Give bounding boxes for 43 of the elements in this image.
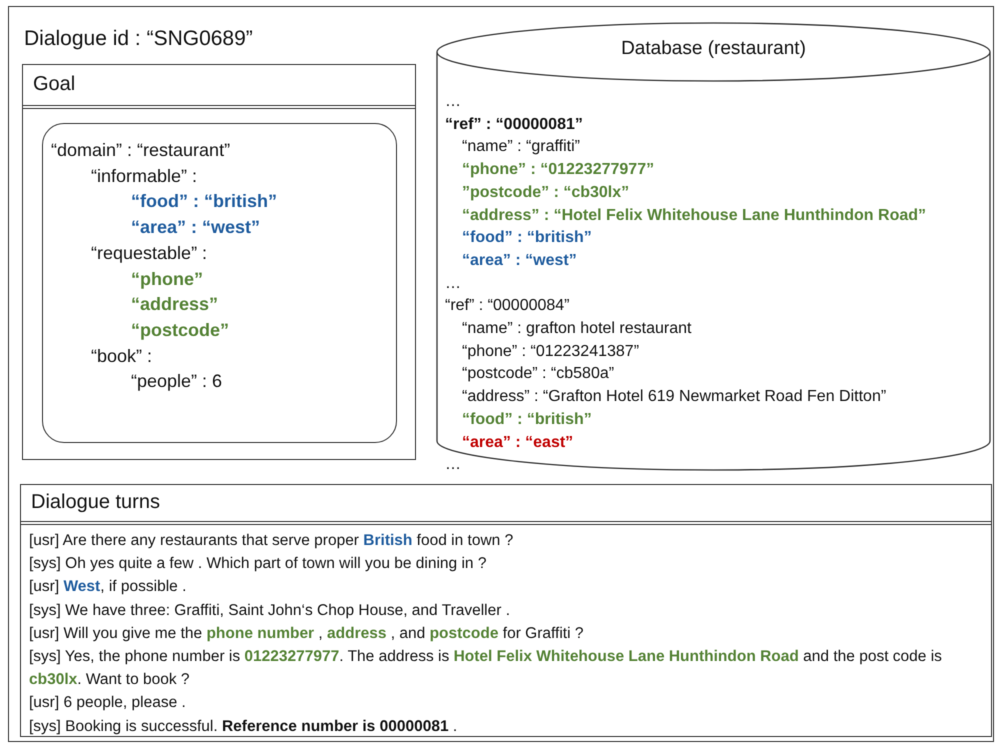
dialogue-line: [sys] We have three: Graffiti, Saint John‘s Chop House, and Traveller . (29, 600, 512, 621)
record-line: “phone” : “01223241387” (462, 342, 640, 361)
record-line: “food” : “british” (462, 229, 592, 248)
json-line: “people” : 6 (131, 371, 222, 392)
record-line: “phone” : “01223277977” (462, 161, 654, 180)
json-line: “phone” (131, 268, 203, 290)
record-line: ”postcode” : “cb30lx” (462, 184, 630, 202)
dialogue-line: [sys] Booking is successful. Reference number is 00000081 . (29, 716, 458, 737)
json-line: “food” : “british” (131, 191, 277, 212)
record-line: … (445, 93, 461, 111)
diagram-title: Dialogue id : “SNG0689” (24, 27, 253, 51)
goal-panel (22, 64, 416, 460)
record-line: “area” : “east” (462, 434, 574, 452)
dialogue-line: [usr] Are there any restaurants that serve proper British food in town ? (29, 531, 514, 551)
dialogue-line: [sys] Yes, the phone number is 01223277977. The address is Hotel Felix Whitehouse Lane Hunthindon Road and the post code is cb30lx. Want to book ? (29, 647, 943, 690)
json-line: “book” : (91, 346, 152, 367)
json-line: “area” : “west” (131, 217, 260, 238)
record-line: “postcode” : “cb580a” (462, 365, 614, 384)
record-line: “address” : “Grafton Hotel 619 Newmarket Road Fen Ditton” (462, 388, 886, 406)
record-line: “ref” : “00000084” (445, 297, 570, 316)
record-line: … (445, 456, 461, 474)
json-line: “postcode” (131, 320, 230, 341)
dialogue-line: [usr] West, if possible . (29, 577, 188, 598)
json-line: “address” (131, 294, 218, 316)
record-line: … (445, 274, 461, 293)
dialogue-line: [sys] Oh yes quite a few . Which part of town will you be dining in ? (29, 554, 488, 574)
cylinder-heading: Database (restaurant) (621, 38, 806, 60)
dialogue-line: [usr] 6 people, please . (29, 693, 187, 714)
record-line: “food” : “british” (462, 410, 592, 429)
dialogue-line: [usr] Will you give me the phone number , address , and postcode for Graffiti ? (29, 624, 584, 644)
panel-heading: Dialogue turns (31, 490, 160, 514)
record-line: “address” : “Hotel Felix Whitehouse Lane Hunthindon Road” (462, 206, 926, 224)
dialogue-panel (20, 484, 992, 737)
record-line: “area” : “west” (462, 252, 577, 270)
panel-heading: Goal (33, 72, 76, 96)
json-line: “requestable” : (91, 242, 208, 264)
database-cylinder (436, 22, 991, 471)
record-line: “name” : grafton hotel restaurant (462, 320, 692, 338)
record-line: “ref” : “00000081” (445, 116, 583, 134)
record-line: “name” : “graffiti” (462, 138, 580, 156)
json-line: “informable” : (91, 166, 198, 187)
json-box (42, 123, 397, 443)
json-line: “domain” : “restaurant” (51, 140, 230, 161)
